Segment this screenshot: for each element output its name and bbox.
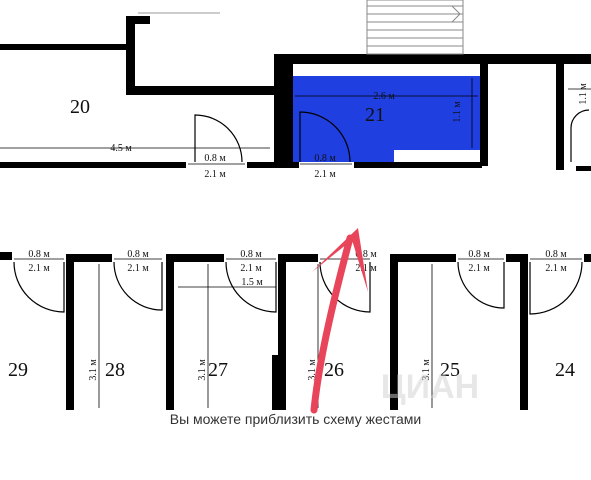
walls-bottom — [0, 252, 591, 410]
room-20-label: 20 — [70, 96, 90, 118]
dim-door-a: 0.8 м — [204, 153, 226, 164]
dim-depth-27: 3.1 м — [197, 359, 208, 381]
dim-opening-26: 2.1 м — [355, 263, 377, 274]
dim-opening-a: 2.1 м — [204, 169, 226, 180]
dim-door-24: 0.8 м — [545, 249, 567, 260]
room-28-label: 28 — [105, 359, 125, 381]
room-26-label: 26 — [324, 359, 344, 381]
dim-room-21-width: 2.6 м — [373, 91, 395, 102]
dim-door-28: 0.8 м — [127, 249, 149, 260]
dim-door-25: 0.8 м — [468, 249, 490, 260]
dim-depth-25: 3.1 м — [421, 359, 432, 381]
dim-opening-25: 2.1 м — [468, 263, 490, 274]
dim-door-29: 0.8 м — [28, 249, 50, 260]
dimension-lines-top — [0, 78, 591, 165]
dim-room-23-depth: 1.1 м — [578, 83, 589, 105]
room-27-label: 27 — [208, 359, 228, 381]
room-25-label: 25 — [440, 359, 460, 381]
dim-opening-24: 2.1 м — [545, 263, 567, 274]
staircase — [366, 0, 464, 55]
dim-depth-28: 3.1 м — [88, 359, 99, 381]
watermark: ЦИАН — [381, 368, 479, 406]
dim-room-21-depth: 1.1 м — [452, 101, 463, 123]
dim-door-27: 0.8 м — [240, 249, 262, 260]
walls-top — [0, 16, 591, 171]
dim-door-b: 0.8 м — [314, 153, 336, 164]
room-21-highlight[interactable] — [293, 76, 480, 162]
dim-opening-29: 2.1 м — [28, 263, 50, 274]
dim-room-20-width: 4.5 м — [110, 143, 132, 154]
dim-door-26: 0.8 м — [355, 249, 377, 260]
dim-depth-26: 3.1 м — [307, 359, 318, 381]
dimension-lines-bottom — [14, 258, 582, 408]
dim-opening-27: 2.1 м — [240, 263, 262, 274]
dim-opening-28: 2.1 м — [127, 263, 149, 274]
zoom-hint: Вы можете приблизить схему жестами — [169, 411, 422, 427]
room-24-label: 24 — [555, 359, 575, 381]
dim-room-27-inner: 1.5 м — [241, 277, 263, 288]
room-21-label: 21 — [365, 104, 385, 126]
door-arcs-top — [194, 109, 590, 163]
red-arrow-annotation — [310, 228, 368, 414]
dim-opening-b: 2.1 м — [314, 169, 336, 180]
room-29-label: 29 — [8, 359, 28, 381]
